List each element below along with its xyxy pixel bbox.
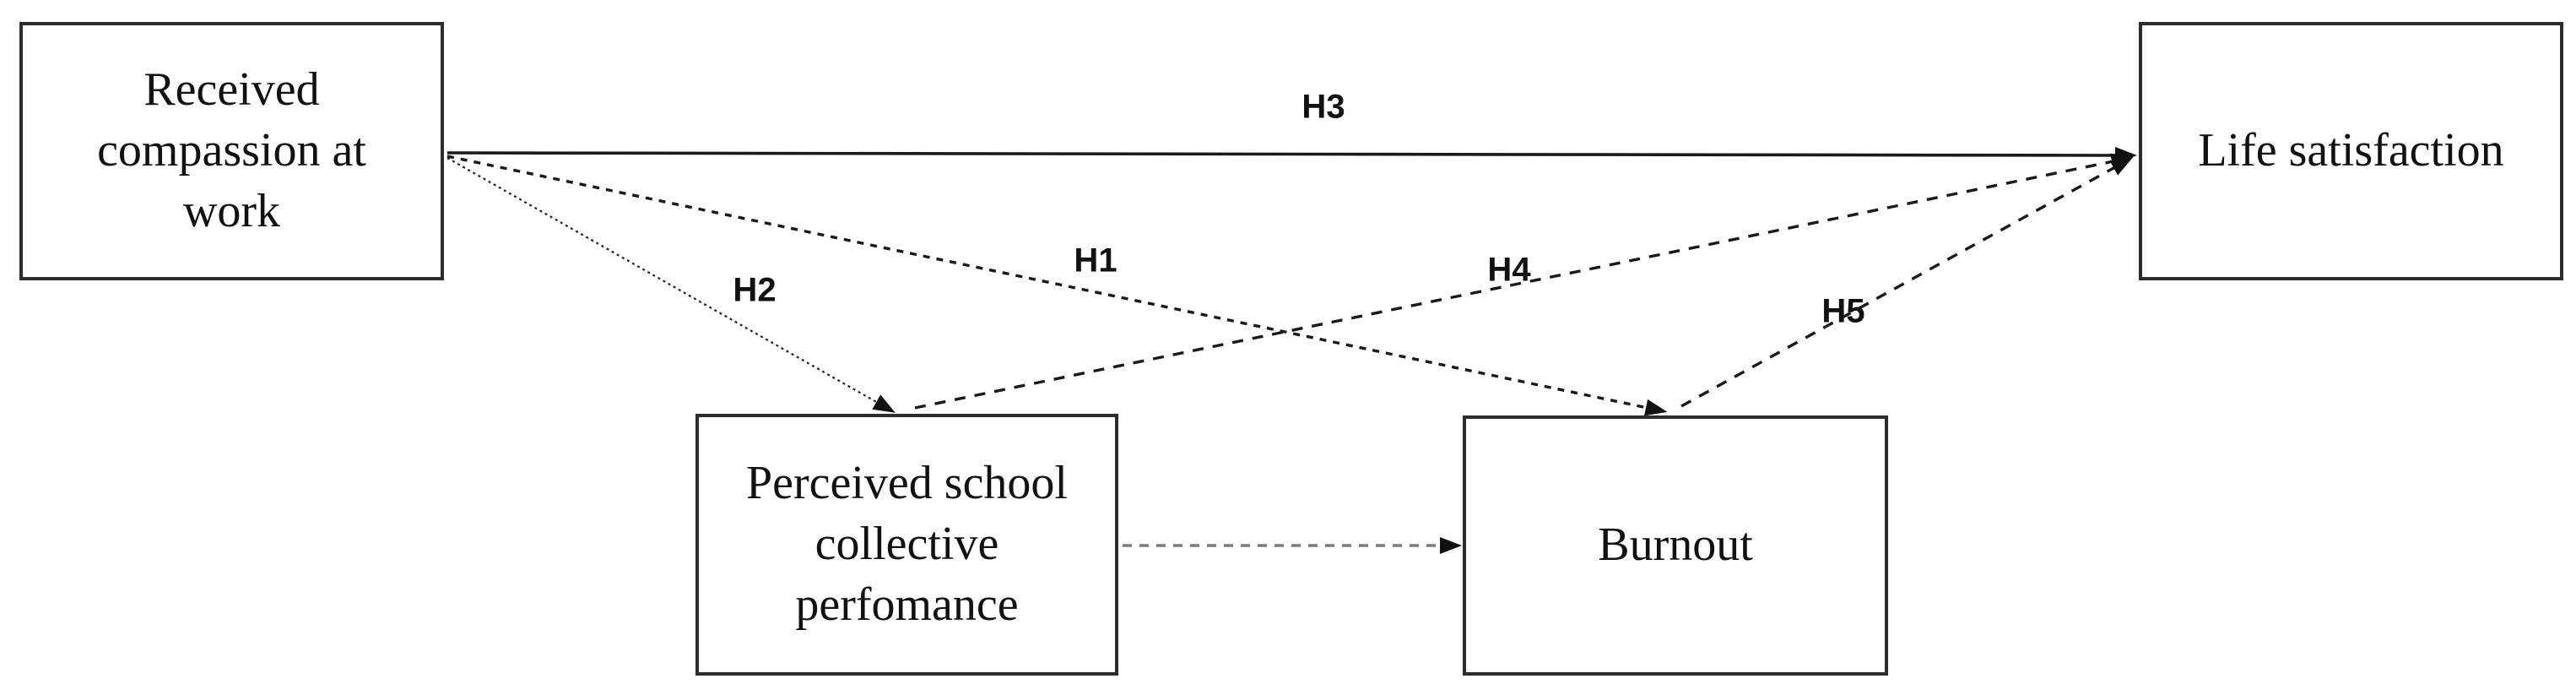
edge-h4-line bbox=[914, 153, 2134, 410]
edge-h1-line bbox=[446, 155, 1668, 416]
edge-label-h2: H2 bbox=[733, 271, 777, 309]
edge-label-h1: H1 bbox=[1074, 242, 1118, 280]
node-burnout: Burnout bbox=[1463, 415, 1888, 676]
edge-label-h4: H4 bbox=[1487, 251, 1531, 289]
edge-h2-line bbox=[446, 157, 896, 413]
node-perceived-school-collective-perfomance: Perceived school collective perfomance bbox=[695, 414, 1118, 676]
node-received-compassion-at-work: Received compassion at work bbox=[19, 22, 444, 280]
edge-h3-line bbox=[446, 146, 2137, 164]
node-life-satisfaction: Life satisfaction bbox=[2139, 22, 2563, 280]
edge-label-h3: H3 bbox=[1302, 88, 1345, 126]
edge-h5-line bbox=[1680, 157, 2134, 408]
edge-label-h5: H5 bbox=[1821, 292, 1865, 330]
